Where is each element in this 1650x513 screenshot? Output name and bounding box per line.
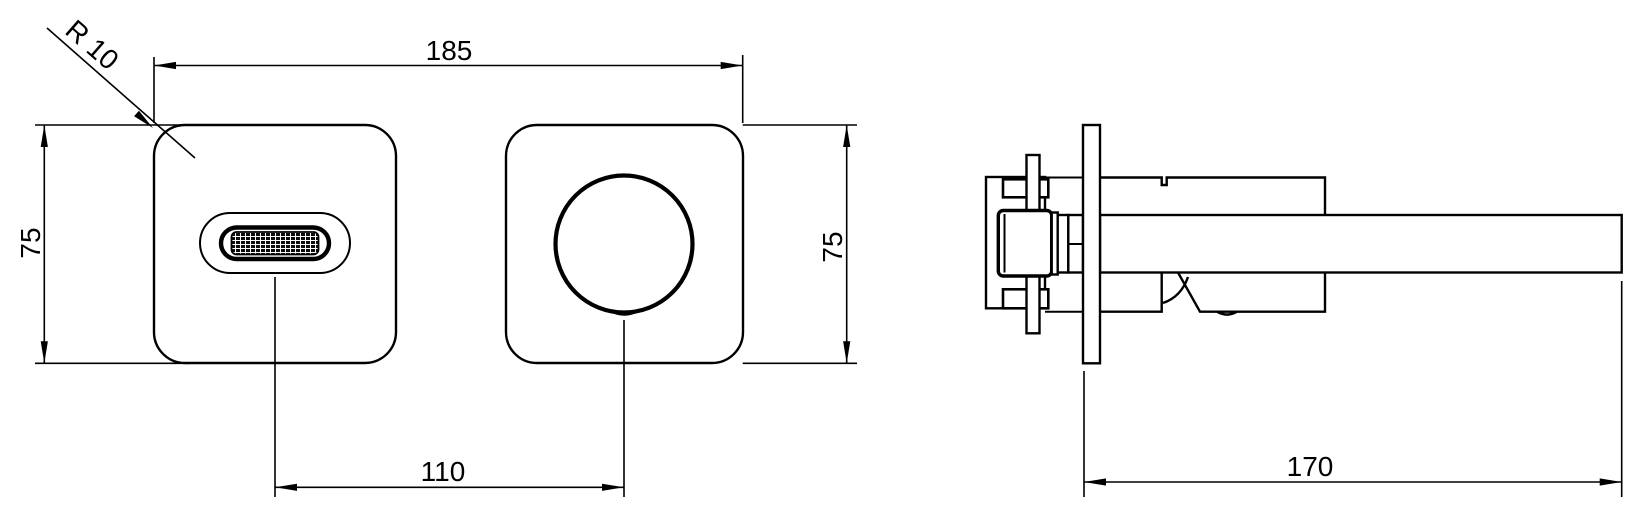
arrowhead-right bbox=[602, 483, 624, 491]
dim-width-label: 185 bbox=[426, 35, 473, 66]
arrowhead-left bbox=[154, 61, 176, 70]
arrowhead-radius bbox=[134, 110, 153, 128]
dim-height-right-label: 75 bbox=[817, 231, 848, 262]
spout-outlet-outer bbox=[199, 212, 351, 274]
dimension-length-170: 170 bbox=[1083, 281, 1623, 497]
dimension-height-right-75: 75 bbox=[742, 124, 857, 365]
arrowhead-down bbox=[843, 341, 851, 364]
arrowhead-left bbox=[1084, 478, 1106, 486]
dimension-height-left-75: 75 bbox=[15, 124, 190, 365]
side-view: 170 bbox=[984, 123, 1623, 497]
dim-height-left-label: 75 bbox=[15, 227, 46, 258]
radius-callout-r10: R 10 bbox=[46, 14, 196, 159]
dimension-width-185: 185 bbox=[153, 35, 744, 123]
spout-side bbox=[1098, 213, 1623, 274]
dim-center-distance-label: 110 bbox=[421, 456, 466, 487]
wall-plate-side bbox=[1081, 123, 1102, 365]
cartridge-housing bbox=[996, 208, 1054, 278]
arrowhead-down bbox=[40, 341, 48, 364]
cartridge-stem-2 bbox=[1056, 213, 1070, 274]
dimension-centers-110: 110 bbox=[274, 277, 625, 497]
arrowhead-left bbox=[275, 483, 297, 491]
handle-side-profile bbox=[1100, 176, 1327, 316]
handle-knob-front bbox=[553, 173, 695, 315]
front-view: 185 75 75 bbox=[15, 14, 857, 497]
dim-radius-label: R 10 bbox=[60, 14, 125, 76]
arrowhead-up bbox=[843, 125, 851, 147]
arrowhead-right bbox=[1599, 478, 1622, 486]
arrowhead-up bbox=[40, 125, 48, 147]
dim-length-label: 170 bbox=[1287, 451, 1334, 482]
aerator-mesh bbox=[230, 231, 320, 256]
handle-notch bbox=[611, 311, 637, 316]
arrowhead-right bbox=[720, 61, 743, 70]
